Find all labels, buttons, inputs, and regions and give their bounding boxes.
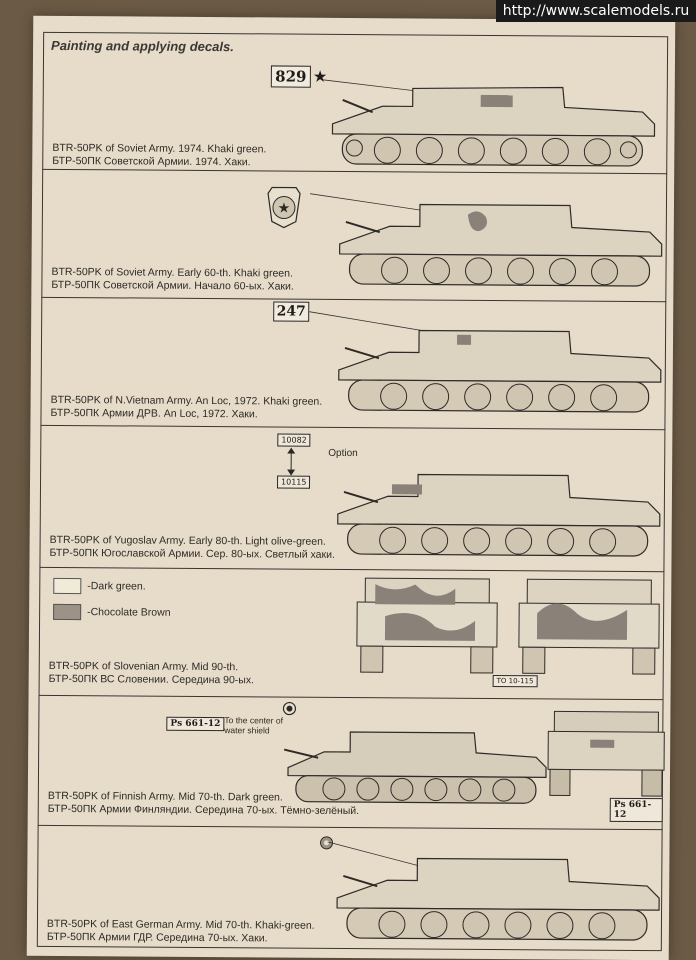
panel-slovenian: -Dark green. -Chocolate Brown TO 10-115 … [38,567,665,701]
caption-russian: БТР-50ПК Советской Армии. 1974. Хаки. [52,154,251,169]
panel-n-vietnam: 247 BTR-50PK of N.Vietnam Army. An Loc, … [40,297,667,431]
tank-side-view [327,841,660,941]
rear-plate-marking: TO 10-115 [492,674,538,688]
caption-russian: БТР-50ПК Армии Финляндии. Середина 70-ых… [47,802,360,818]
caption-russian: БТР-50ПК Армии ДРВ. An Loc, 1972. Хаки. [50,406,258,421]
caption-russian: БТР-50ПК Югославской Армии. Сер. 80-ых. … [49,546,335,561]
tank-side-view [322,79,656,167]
panel-yugoslav: 10082 10115 Option BTR-50PK of Yugoslav … [39,425,666,573]
panel-east-german: BTR-50PK of East German Army. Mid 70-th.… [37,826,663,951]
legend-label-dark-green: -Dark green. [87,580,146,593]
registration-marking: Ps 661-12 [166,716,225,732]
panel-caption: BTR-50PK of Yugoslav Army. Early 80-th. … [49,534,335,562]
rear-registration-marking: Ps 661-12 [609,797,663,823]
svg-text:★: ★ [278,199,291,215]
caption-russian: БТР-50ПК Армии ГДР. Середина 70-ых. Хаки… [46,930,268,945]
tank-front-view [356,577,498,674]
panel-caption: BTR-50PK of N.Vietnam Army. An Loc, 1972… [50,394,322,422]
tank-side-view [337,473,661,557]
registration-marking-bottom: 10115 [276,475,311,489]
tank-side-view [283,731,547,804]
legend-label-chocolate-brown: -Chocolate Brown [87,606,171,619]
panel-finnish: Ps 661-12 To the center of water shield … [37,695,665,831]
hull-number-marking: 247 [273,301,310,322]
double-arrow-icon [287,447,296,476]
instruction-sheet: Painting and applying decals. 829 ★ BTR-… [26,15,676,960]
panel-soviet-early-60s: ★ BTR-50PK of Soviet Army. Early 60-th. … [41,169,668,303]
panel-caption: BTR-50PK of Slovenian Army. Mid 90-th. Б… [49,660,255,687]
tank-side-view [309,311,662,413]
guards-badge-icon: ★ [267,186,301,229]
legend-swatch-chocolate-brown [53,603,82,621]
registration-marking-top: 10082 [277,433,311,447]
panel-caption: BTR-50PK of East German Army. Mid 70-th.… [47,918,315,946]
caption-russian: БТР-50ПК Советской Армии. Начало 60-ых. … [51,278,294,293]
tank-rear-view [547,710,665,797]
caption-russian: БТР-50ПК ВС Словении. Середина 90-ых. [48,672,255,687]
tank-rear-view [518,578,660,675]
panel-caption: BTR-50PK of Finnish Army. Mid 70-th. Dar… [48,790,360,818]
legend-swatch-dark-green [53,577,82,595]
national-emblem-icon [320,836,334,850]
panel-caption: BTR-50PK of Soviet Army. 1974. Khaki gre… [52,142,266,169]
tank-side-view [309,193,663,287]
watermark: http://www.scalemodels.ru [496,0,696,22]
roundel-icon [282,701,297,716]
panel-soviet-1974: 829 ★ BTR-50PK of Soviet Army. 1974. Kha… [42,31,669,175]
panel-caption: BTR-50PK of Soviet Army. Early 60-th. Kh… [51,266,294,294]
